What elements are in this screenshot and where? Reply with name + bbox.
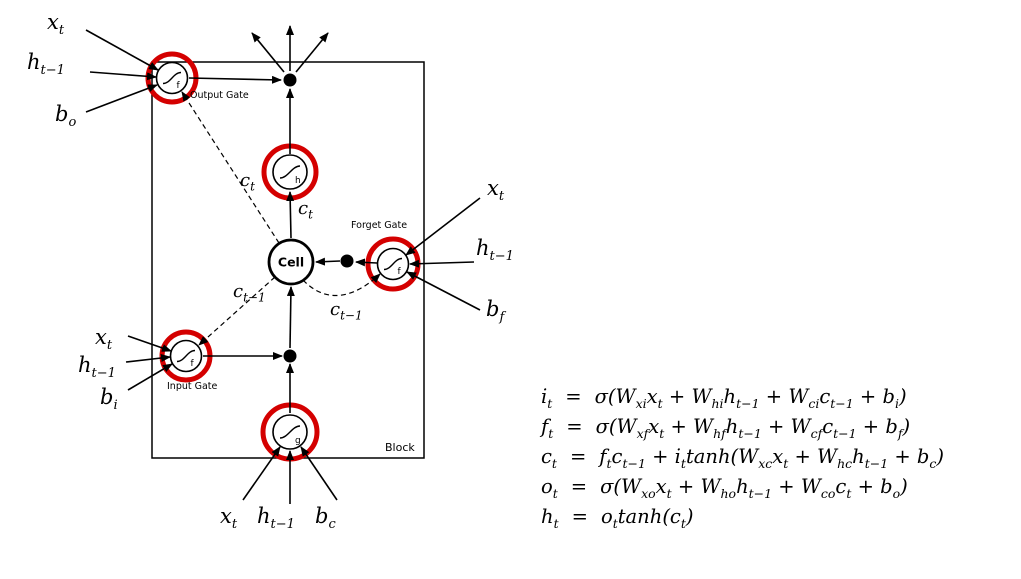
peephole-cell-to-output-gate [181,91,280,244]
input-squash-letter: g [295,436,301,446]
sigmoid-curve-icon [383,257,403,271]
label-b-i: bi [100,385,118,414]
label-b-c: bc [315,504,336,533]
peephole-connections [181,91,381,346]
label-c-t-output: ct [298,198,313,222]
output-gate-node: f [155,61,189,95]
label-x-left: xt [95,325,113,354]
cell-label: Cell [278,255,304,270]
equation-hidden-output: ht=ottanh(ct) [541,501,944,531]
label-b-o: bo [55,102,77,131]
input-gate-label: Input Gate [167,381,218,392]
equals-sign: = [570,474,588,498]
equation-input-gate: it=σ(Wxixt + Whiht−1 + Wcict−1 + bi) [541,381,944,411]
equation-output-gate: ot=σ(Wxoxt + Whoht−1 + Wcoct + bo) [541,471,944,501]
label-h-top-left: ht−1 [27,50,65,79]
output-squash-node: h [272,154,308,190]
equals-sign: = [569,444,587,468]
equals-sign: = [565,384,582,408]
product-junction-forget [340,254,354,268]
equation-forget-gate: ft=σ(Wxfxt + Whfht−1 + Wcfct−1 + bf) [541,411,944,441]
label-h-bottom: ht−1 [257,504,295,533]
product-junction-output [283,73,297,87]
label-c-prev-input: ct−1 [233,281,266,305]
product-junctions [283,73,354,363]
equals-sign: = [566,414,583,438]
output-squash-letter: h [295,176,301,186]
forget-gate-label: Forget Gate [351,220,408,231]
label-h-left: ht−1 [78,353,116,382]
cell-node: Cell [267,238,315,286]
forget-gate-activation-letter: f [398,267,402,277]
equations: it=σ(Wxixt + Whiht−1 + Wcict−1 + bi)ft=σ… [541,381,944,531]
label-b-f: bf [486,297,505,326]
product-junction-input [283,349,297,363]
label-x-top-left: xt [47,10,65,39]
input-squash-node: g [272,414,308,450]
sigmoid-curve-icon [176,349,196,363]
block-label: Block [385,441,415,454]
equation-cell-state: ct=ftct−1 + ittanh(Wxcxt + Whcht−1 + bc) [541,441,944,471]
label-x-bottom: xt [220,504,238,533]
forget-gate-node: f [376,247,410,281]
label-h-right: ht−1 [476,236,514,265]
output-gate-activation-letter: f [177,81,181,91]
sigmoid-curve-icon [162,71,182,85]
label-x-right: xt [487,176,505,205]
connection-arrows [85,25,481,504]
sigmoid-curve-icon [279,165,301,179]
label-c-prev-forget: ct−1 [330,299,363,323]
peephole-cell-to-forget-gate [302,273,381,296]
output-gate-label: Output Gate [190,90,249,101]
sigmoid-curve-icon [279,425,301,439]
input-gate-activation-letter: f [191,359,195,369]
equals-sign: = [571,504,588,528]
input-gate-node: f [169,339,203,373]
label-c-t-peephole: ct [240,170,255,194]
